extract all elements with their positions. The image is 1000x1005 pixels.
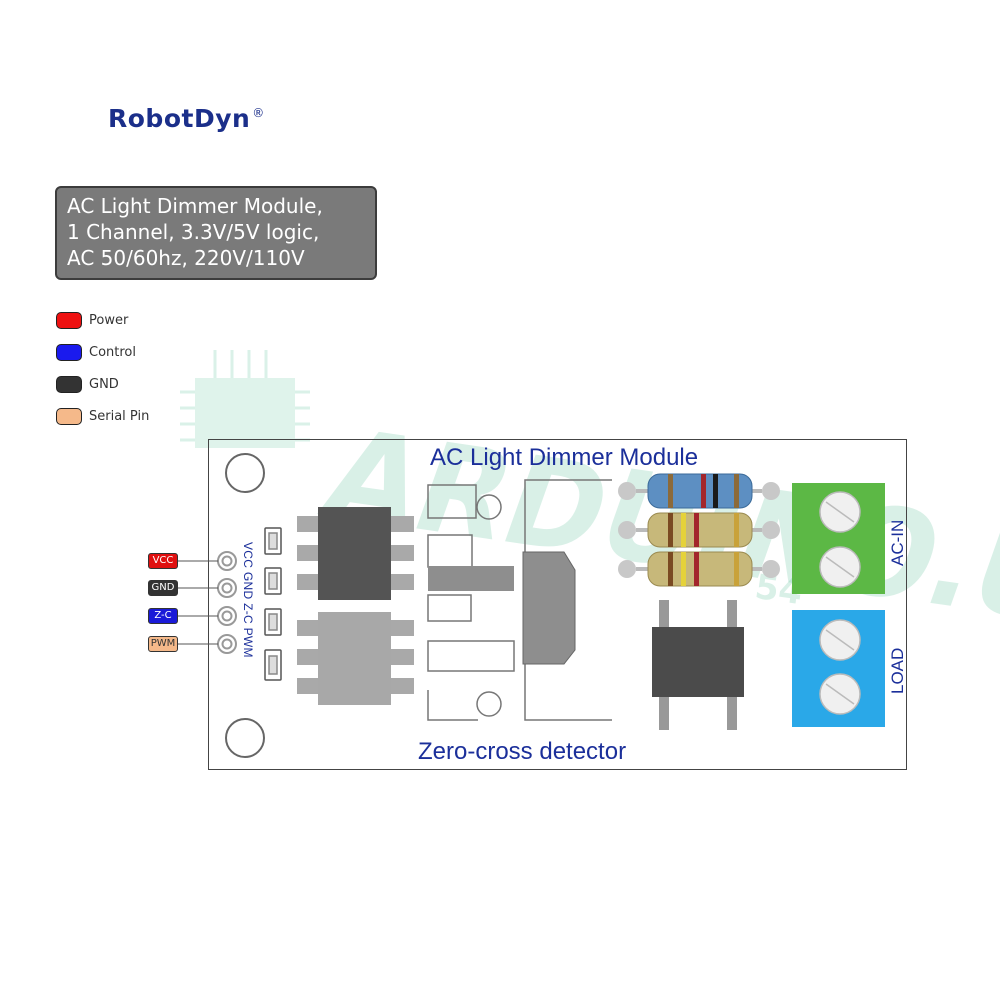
legend-label: Power [89,312,129,328]
robotdyn-logo: RobotDyn® [108,104,265,133]
legend-swatch-serial-pin [56,407,82,425]
resistor-pads [618,482,780,578]
header-pins [217,551,237,654]
mounting-hole-top [225,453,265,493]
terminal-load-label: LOAD [888,647,907,694]
pin-tag-pwm: PWM [148,636,178,652]
legend-label: Serial Pin [89,408,150,424]
legend-label: Control [89,344,136,360]
mounting-hole-bottom [225,718,265,758]
smd-resistors [264,527,282,681]
legend-item-power: Power [56,310,128,330]
triac-footprint [427,479,612,721]
title-line-3: AC 50/60hz, 220V/110V [67,246,305,270]
legend-label: GND [89,376,119,392]
title-line-2: 1 Channel, 3.3V/5V logic, [67,220,320,244]
legend-item-gnd: GND [56,374,119,394]
legend-swatch-control [56,343,82,361]
pcb-board-outline [208,439,907,770]
optocoupler-ic-bottom [297,612,414,705]
legend-item-control: Control [56,342,136,362]
pin-tag-gnd: GND [148,580,178,596]
pin-tag-vcc: VCC [148,553,178,569]
pin-tag-zc: Z-C [148,608,178,624]
optocoupler-ic-top [297,507,414,600]
legend-swatch-gnd [56,375,82,393]
zero-cross-label: Zero-cross detector [418,738,627,765]
title-box: AC Light Dimmer Module, 1 Channel, 3.3V/… [55,186,377,280]
terminal-ac-in [792,483,885,594]
bridge-rectifier [652,600,744,730]
terminal-ac-in-label: AC-IN [888,519,907,566]
terminal-load [792,610,885,727]
triac-body [428,566,514,591]
pin-silkscreen-label: VCC GND Z-C PWM [241,542,255,658]
resistor-3 [647,551,753,587]
triac-tab [522,551,576,665]
title-line-1: AC Light Dimmer Module, [67,194,323,218]
resistor-2 [647,512,753,548]
resistor-1 [647,473,753,509]
board-title: AC Light Dimmer Module [430,444,699,471]
legend-swatch-power [56,311,82,329]
legend-item-serial-pin: Serial Pin [56,406,149,426]
